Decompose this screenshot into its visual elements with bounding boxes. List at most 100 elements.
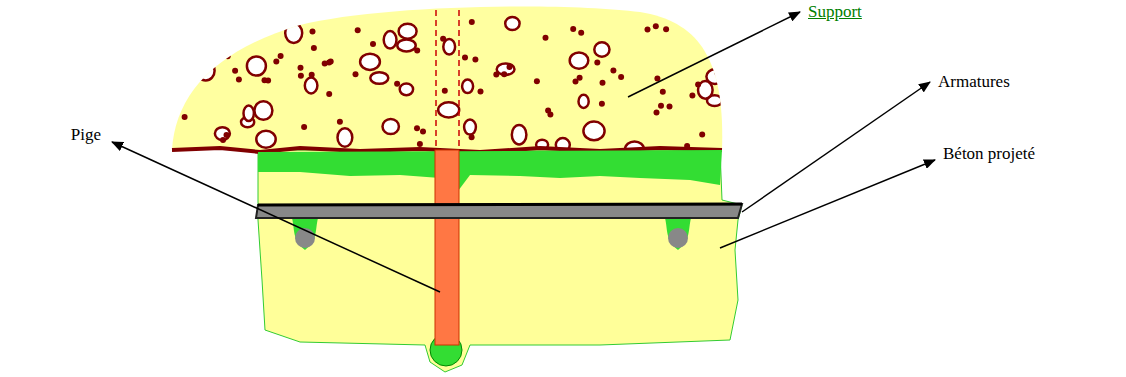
aggregate [600, 80, 606, 86]
aggregate [197, 61, 215, 81]
aggregate [353, 71, 359, 77]
aggregate [570, 52, 589, 68]
aggregate [263, 8, 274, 22]
aggregate [417, 141, 423, 147]
aggregate [493, 72, 499, 78]
aggregate [399, 24, 417, 39]
aggregate [545, 108, 551, 114]
aggregate [254, 101, 272, 120]
part-label: Béton projeté [943, 144, 1035, 164]
aggregate [645, 27, 651, 33]
aggregate [570, 26, 576, 32]
aggregate [534, 78, 540, 84]
aggregate [208, 47, 214, 53]
aggregate [205, 50, 211, 56]
aggregate [442, 88, 448, 94]
aggregate [618, 74, 624, 80]
aggregate [658, 103, 664, 109]
aggregate [311, 45, 317, 51]
aggregate [594, 60, 600, 66]
aggregate [579, 95, 589, 108]
rebar-bar [256, 204, 742, 218]
aggregate [326, 60, 332, 66]
part-label: Support [808, 2, 862, 22]
aggregate [224, 132, 230, 138]
aggregate [355, 27, 361, 33]
aggregate [578, 30, 584, 36]
aggregate [464, 120, 476, 135]
aggregate [414, 125, 420, 131]
aggregate [599, 101, 605, 107]
aggregate [699, 132, 705, 138]
aggregate [394, 81, 400, 87]
aggregate [305, 78, 318, 94]
aggregate [543, 35, 549, 41]
aggregate [472, 57, 478, 63]
aggregate [438, 102, 459, 117]
aggregate [310, 29, 316, 35]
aggregate [384, 31, 397, 48]
aggregate [383, 119, 399, 134]
aggregate [187, 15, 202, 31]
aggregate [298, 65, 304, 71]
aggregate [220, 137, 226, 143]
aggregate [512, 125, 527, 144]
aggregate [179, 96, 185, 102]
aggregate [197, 23, 203, 29]
aggregate [501, 71, 507, 77]
aggregate [440, 36, 446, 42]
leader-arrow [742, 82, 930, 212]
aggregate [462, 80, 473, 94]
leader-arrow [112, 142, 440, 292]
aggregate [462, 55, 468, 61]
aggregate [663, 26, 669, 32]
aggregate [397, 39, 415, 51]
aggregate [478, 89, 484, 95]
aggregate [653, 23, 659, 29]
leader-arrow [720, 160, 935, 248]
aggregate [610, 68, 616, 74]
aggregate [212, 60, 218, 66]
aggregate [285, 23, 302, 43]
aggregate [420, 129, 426, 135]
aggregate [400, 83, 413, 95]
aggregate [594, 42, 609, 57]
aggregate [689, 92, 695, 98]
aggregate [370, 41, 376, 47]
part-label: Pige [71, 125, 101, 145]
aggregate [182, 114, 188, 120]
aggregate [443, 39, 455, 55]
aggregate [177, 78, 183, 84]
aggregate [236, 77, 242, 83]
aggregate [670, 15, 676, 21]
aggregate [469, 134, 475, 140]
aggregate [338, 128, 353, 146]
aggregate [505, 17, 519, 30]
aggregate [298, 73, 304, 79]
aggregate [326, 91, 332, 97]
aggregate [337, 119, 343, 125]
aggregate [232, 68, 238, 74]
shotcrete [258, 150, 742, 372]
part-label: Armatures [938, 72, 1010, 92]
green-layer [258, 150, 722, 195]
rebar-round [668, 228, 688, 248]
aggregate [695, 81, 701, 87]
aggregate [654, 109, 660, 115]
aggregate [583, 122, 604, 141]
support-rock [172, 6, 722, 150]
aggregate [221, 31, 227, 37]
aggregate [507, 64, 513, 70]
leader-arrow [628, 12, 800, 97]
aggregate [225, 53, 231, 59]
aggregate [370, 72, 388, 84]
aggregate [301, 124, 307, 130]
aggregate [360, 54, 380, 70]
aggregate [577, 75, 583, 81]
aggregate [256, 131, 275, 148]
aggregate [278, 53, 284, 59]
aggregate [244, 106, 254, 121]
aggregate [667, 104, 673, 110]
aggregate [247, 56, 266, 75]
